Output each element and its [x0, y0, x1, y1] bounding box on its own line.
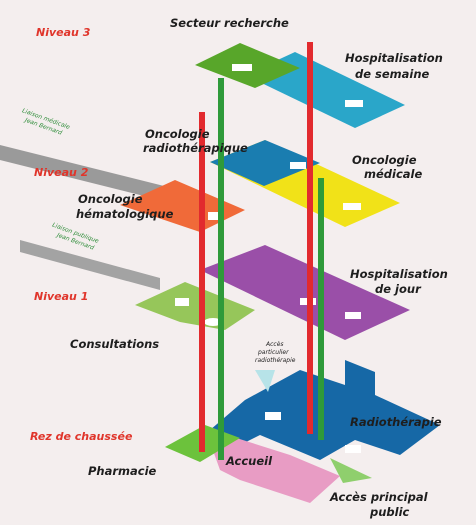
- label-hospitalisation-jour: de jour: [375, 282, 422, 296]
- niveau3-room: [232, 64, 252, 71]
- floor-niveau-1: [135, 245, 410, 340]
- level-label-niveau-3: Niveau 3: [36, 26, 91, 39]
- label-radiotherapie: Radiothérapie: [350, 415, 442, 429]
- liaison-publique-bridge: [20, 240, 160, 290]
- rdc-room: [265, 412, 281, 420]
- label-acces-principal: public: [369, 505, 410, 519]
- consultations-floor: [135, 282, 255, 330]
- elevator-shaft-red: [199, 112, 205, 452]
- niveau2-room: [208, 212, 224, 220]
- label-oncologie-radiotherapique: radiothérapique: [143, 141, 248, 155]
- floor-niveau-2: [120, 140, 400, 232]
- niveau3-room: [345, 100, 363, 107]
- floor-rez-de-chaussee: [165, 360, 440, 503]
- oncologie-radiotherapique-floor: [210, 140, 320, 186]
- label-acces-principal: Accès principal: [329, 490, 429, 504]
- label-acces-particulier: particulier: [257, 349, 289, 356]
- label-accueil: Accueil: [225, 454, 273, 468]
- level-label-rez-de-chaussee: Rez de chaussée: [30, 430, 133, 443]
- level-label-niveau-2: Niveau 2: [34, 166, 89, 179]
- acces-particulier-arrow: [255, 370, 275, 392]
- niveau2-room: [290, 162, 306, 169]
- radiotherapie-floor: [210, 360, 440, 460]
- accueil-floor: [205, 428, 340, 503]
- label-hospitalisation-semaine: Hospitalisation: [345, 51, 443, 65]
- liaison-medicale-bridge: [0, 145, 180, 205]
- acces-principal-arrow: [330, 458, 372, 483]
- label-hospitalisation-jour: Hospitalisation: [350, 267, 448, 281]
- label-oncologie-radiotherapique: Oncologie: [145, 127, 210, 141]
- elevator-shaft-green: [318, 178, 324, 440]
- level-label-niveau-1: Niveau 1: [34, 290, 88, 303]
- label-acces-particulier: radiothérapie: [255, 357, 296, 364]
- niveau1-room: [345, 312, 361, 319]
- label-secteur-recherche: Secteur recherche: [170, 16, 289, 30]
- label-consultations: Consultations: [70, 337, 159, 351]
- elevator-shaft-green: [218, 78, 224, 460]
- niveau1-room: [175, 298, 189, 306]
- niveau2-room: [343, 203, 361, 210]
- elevator-shaft-red: [307, 42, 313, 434]
- niveau1-room: [204, 318, 222, 326]
- label-acces-particulier: Accès: [265, 341, 284, 348]
- label-oncologie-medicale: médicale: [364, 167, 422, 181]
- label-oncologie-hematologique: Oncologie: [78, 192, 143, 206]
- floor-niveau-3: [195, 43, 405, 128]
- label-oncologie-medicale: Oncologie: [352, 153, 417, 167]
- rdc-room: [345, 445, 361, 453]
- label-hospitalisation-semaine: de semaine: [355, 67, 430, 81]
- label-pharmacie: Pharmacie: [88, 464, 157, 478]
- label-oncologie-hematologique: hématologique: [76, 207, 174, 221]
